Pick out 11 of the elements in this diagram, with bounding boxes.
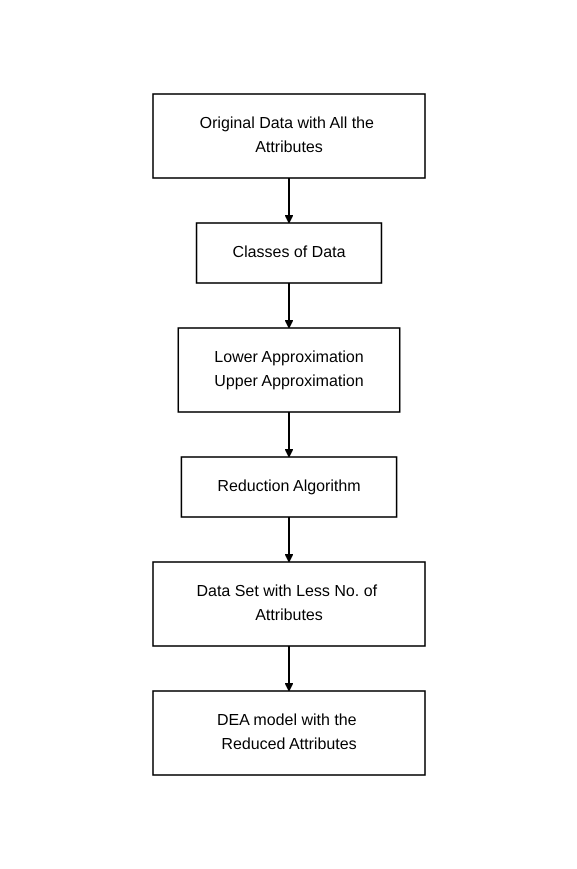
arrow xyxy=(284,646,293,692)
node-box: Lower Approximation Upper Approximation xyxy=(177,327,400,413)
node-box: Data Set with Less No. of Attributes xyxy=(152,561,426,647)
node-box: Classes of Data xyxy=(195,222,382,284)
node-box: DEA model with the Reduced Attributes xyxy=(152,690,426,776)
node-box: Original Data with All the Attributes xyxy=(152,93,426,179)
arrow xyxy=(284,517,293,562)
arrow xyxy=(284,178,293,224)
arrow xyxy=(284,283,293,328)
arrow xyxy=(284,412,293,458)
node-box: Reduction Algorithm xyxy=(180,456,397,518)
